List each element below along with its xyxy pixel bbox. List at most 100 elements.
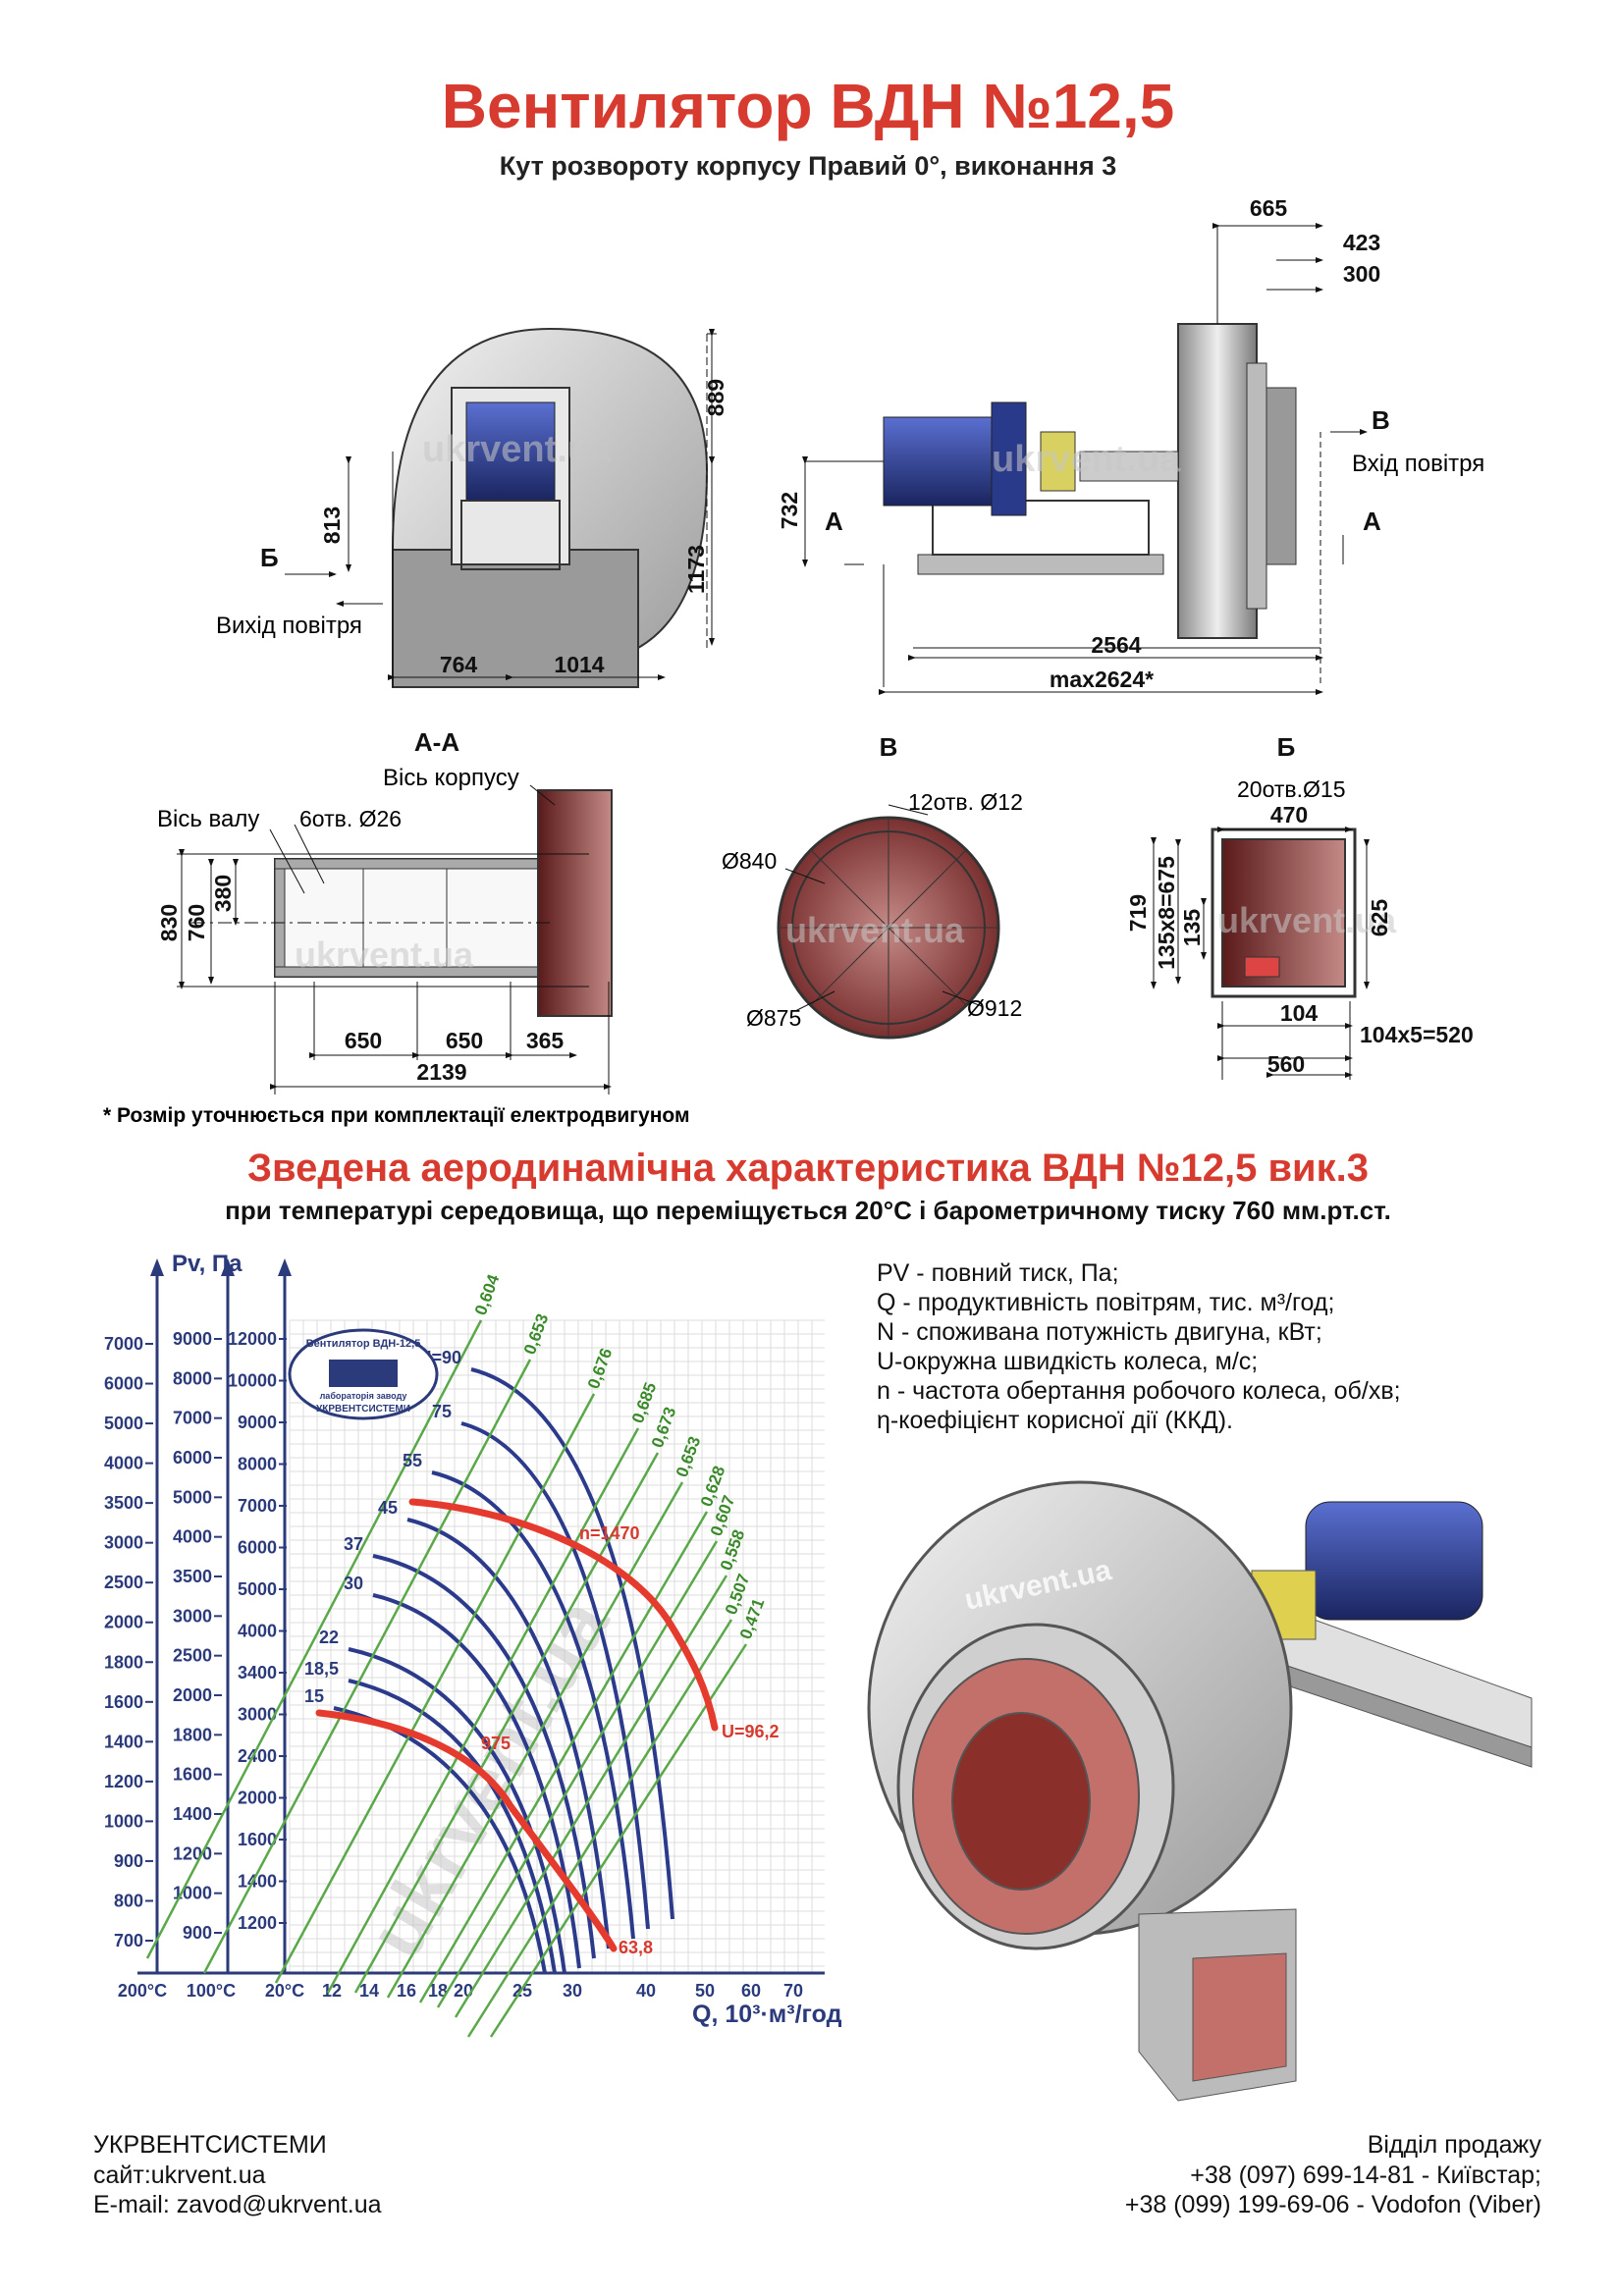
y-tick-label: 9000 [238, 1413, 277, 1432]
speed-label: 975 [481, 1734, 511, 1753]
power-label: 55 [403, 1451, 422, 1470]
y-tick-label: 10000 [228, 1371, 277, 1391]
dim-423: 423 [1343, 230, 1380, 255]
power-curve [460, 1421, 650, 1930]
chart-legend: PV - повний тиск, Па;Q - продуктивність … [877, 1259, 1401, 1434]
y-tick-label: 5000 [173, 1487, 212, 1507]
dim-380: 380 [210, 875, 236, 912]
footer-phone2: +38 (099) 199-69-06 - Vodofon (Viber) [1125, 2191, 1541, 2218]
y-tick-label: 2000 [238, 1789, 277, 1808]
section-aa-title: А-А [414, 727, 459, 757]
stamp-top: Вентилятор ВДН-12,5 [306, 1338, 421, 1350]
efficiency-line [418, 1511, 709, 2003]
y-tick-label: 900 [114, 1851, 143, 1871]
dim-470: 470 [1270, 802, 1308, 828]
lab-stamp: Вентилятор ВДН-12,5 лабораторія заводу У… [288, 1328, 439, 1420]
dim-760: 760 [184, 904, 209, 941]
section-aa-drawing [177, 784, 613, 1095]
v-holes: 12отв. Ø12 [908, 789, 1023, 815]
aero-chart: ukrvent.ua 200°С100°С20°С121416182025304… [104, 1251, 842, 2038]
housing-axis-label: Вісь корпусу [383, 765, 519, 791]
outlet-label: Вихід повітря [216, 613, 362, 639]
watermark-front: ukrvent.ua [422, 429, 612, 470]
power-curve [372, 1554, 596, 1959]
power-label: 37 [344, 1534, 363, 1554]
chart-ylabel: Pv, Па [172, 1251, 242, 1277]
y-tick-label: 7000 [104, 1334, 143, 1354]
y-tick-label: 7000 [173, 1409, 212, 1428]
dim-300: 300 [1343, 261, 1380, 287]
dim-732: 732 [777, 492, 802, 529]
y-tick-label: 1400 [238, 1872, 277, 1892]
chart-curves [145, 1319, 748, 2038]
y-tick-label: 3000 [238, 1705, 277, 1725]
section-v-drawing [777, 804, 1000, 1040]
speed-curve [315, 1709, 618, 1952]
dim-104x5: 104х5=520 [1360, 1022, 1474, 1047]
label-b: Б [260, 543, 279, 572]
legend-item: η-коефіцієнт корисної дії (ККД). [877, 1407, 1233, 1434]
power-label: 30 [344, 1574, 363, 1593]
y-tick-label: 1800 [173, 1725, 212, 1744]
watermark-side: ukrvent.ua [992, 439, 1181, 480]
y-axis-arrow [221, 1258, 235, 1276]
y-tick-label: 700 [114, 1931, 143, 1950]
y-tick-label: 3500 [104, 1493, 143, 1513]
aero-subtitle: при температурі середовища, що переміщує… [225, 1196, 1391, 1225]
dim-665: 665 [1250, 195, 1288, 221]
legend-item: U-окружна швидкість колеса, м/с; [877, 1348, 1258, 1375]
power-label: 15 [304, 1686, 324, 1706]
temp-label: 100°С [187, 1981, 236, 2001]
dim-830: 830 [156, 904, 182, 941]
stamp-mid: лабораторія заводу [320, 1391, 407, 1401]
efficiency-line [353, 1452, 660, 1994]
x-tick-label: 16 [397, 1981, 416, 2001]
y-tick-label: 1200 [173, 1843, 212, 1863]
velocity-label: U=96,2 [722, 1722, 780, 1741]
footer-phone1: +38 (097) 699-14-81 - Київстар; [1190, 2162, 1541, 2189]
chart-labels: N=9075554537302218,5150,6040,6530,6760,6… [304, 1271, 780, 1957]
y-tick-label: 1200 [238, 1913, 277, 1933]
dim-365: 365 [526, 1028, 565, 1053]
dim-1173: 1173 [683, 545, 709, 594]
x-tick-label: 30 [563, 1981, 582, 2001]
front-view-drawing: ukrvent.ua [285, 327, 717, 688]
watermark-v: ukrvent.ua [785, 910, 965, 950]
efficiency-line [202, 1359, 532, 1974]
efficiency-line [326, 1427, 640, 1994]
y-tick-label: 4000 [238, 1622, 277, 1641]
y-tick-label: 6000 [104, 1374, 143, 1394]
watermark-aa: ukrvent.ua [295, 934, 474, 975]
y-tick-label: 8000 [238, 1455, 277, 1474]
efficiency-line [466, 1619, 733, 2038]
dim-764: 764 [440, 652, 478, 677]
page-title: Вентилятор ВДН №12,5 [442, 71, 1175, 141]
chart-axes: 200°С100°С20°С12141618202530405060707000… [104, 1258, 825, 2001]
y-tick-label: 6000 [173, 1448, 212, 1468]
temp-label: 200°С [118, 1981, 167, 2001]
y-tick-label: 4000 [104, 1454, 143, 1473]
efficiency-label: 0,604 [471, 1271, 504, 1317]
dim-625: 625 [1367, 899, 1392, 937]
x-tick-label: 14 [359, 1981, 379, 2001]
y-tick-label: 2000 [173, 1685, 212, 1705]
power-label: 18,5 [304, 1659, 339, 1679]
dim-889: 889 [703, 379, 728, 416]
section-v-title: В [880, 732, 898, 762]
y-tick-label: 9000 [173, 1329, 212, 1349]
inlet-label: Вхід повітря [1352, 451, 1484, 477]
page-subtitle: Кут розвороту корпусу Правий 0°, виконан… [500, 151, 1116, 181]
efficiency-line [489, 1643, 748, 2038]
y-axis-arrow [150, 1258, 164, 1276]
v-d912: Ø912 [967, 995, 1022, 1021]
b-holes: 20отв.Ø15 [1237, 776, 1346, 802]
y-tick-label: 800 [114, 1891, 143, 1910]
y-tick-label: 900 [183, 1923, 212, 1943]
dim-650a: 650 [345, 1028, 382, 1053]
x-tick-label: 60 [741, 1981, 761, 2001]
footer-sales: Відділ продажу [1368, 2131, 1542, 2159]
temp-label: 20°С [265, 1981, 304, 2001]
legend-item: Q - продуктивність повітрям, тис. м³/год… [877, 1289, 1334, 1316]
y-tick-label: 1400 [104, 1732, 143, 1751]
dim-104: 104 [1280, 1000, 1319, 1026]
